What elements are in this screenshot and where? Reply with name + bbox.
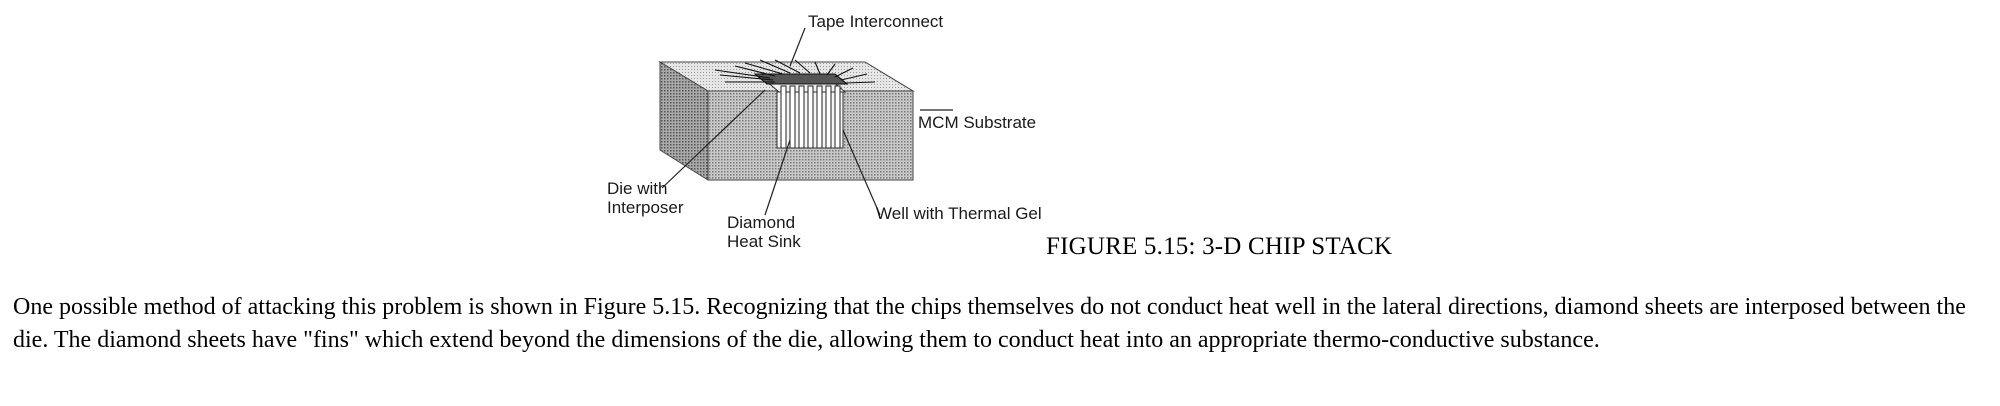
tape-leader-line <box>789 27 806 67</box>
label-mcm-substrate: MCM Substrate <box>918 113 1036 132</box>
thermal-well <box>763 79 847 149</box>
label-well-thermal-gel: Well with Thermal Gel <box>876 204 1042 223</box>
label-diamond: Diamond <box>727 213 795 232</box>
tape-interconnect <box>714 59 876 85</box>
body-paragraph: One possible method of attacking this pr… <box>13 294 1966 353</box>
label-heat-sink: Heat Sink <box>727 232 801 251</box>
label-interposer: Interposer <box>607 198 684 217</box>
label-tape-interconnect: Tape Interconnect <box>808 12 943 31</box>
heatsink-leader-line <box>764 139 791 216</box>
die-leader-line <box>661 89 766 189</box>
figure-caption: FIGURE 5.15: 3-D CHIP STACK <box>1046 233 1393 260</box>
diamond-heat-sink <box>780 85 841 149</box>
chip-stack-figure: Tape Interconnect MCM Substrate Die with… <box>595 0 1055 258</box>
well-leader-line <box>842 129 881 216</box>
label-die-with: Die with <box>607 179 667 198</box>
